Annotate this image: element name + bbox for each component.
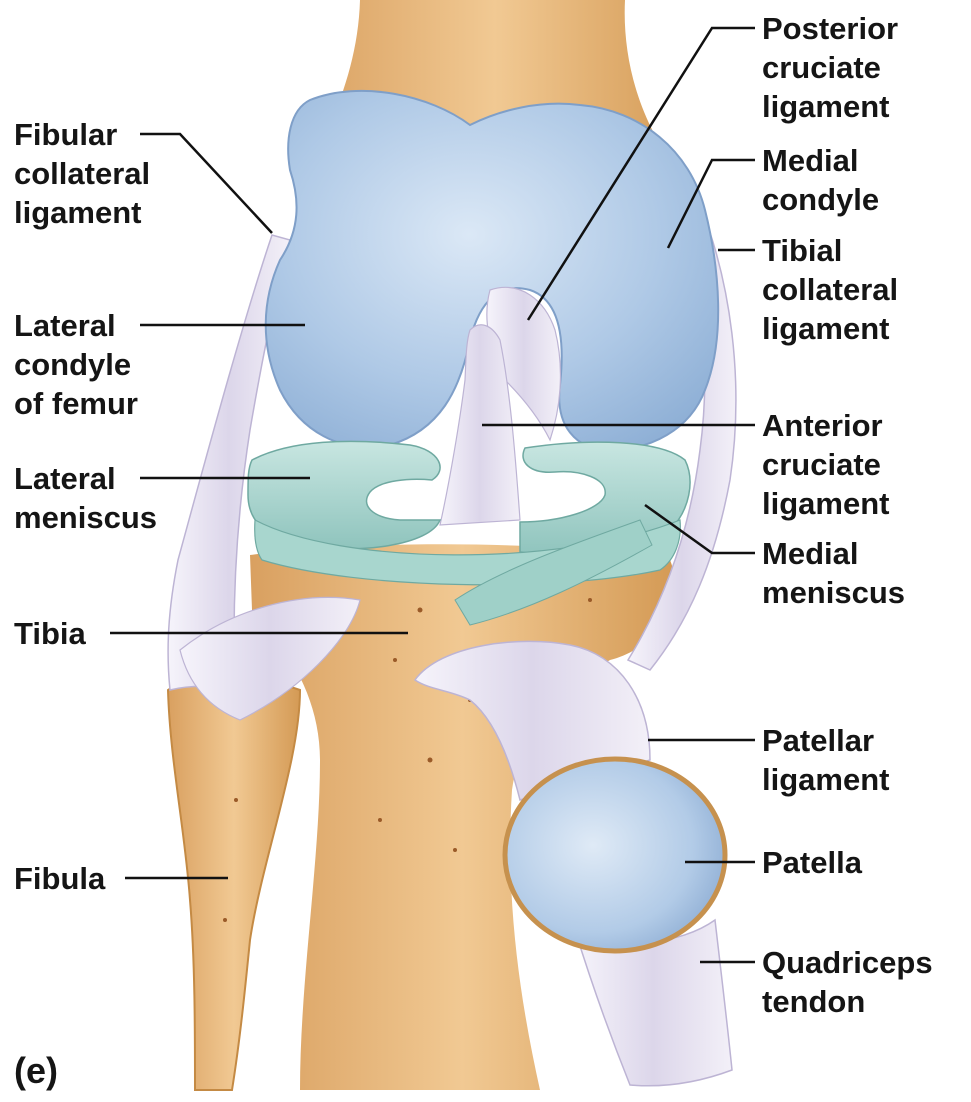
label-line: condyle <box>14 345 138 384</box>
label-line: Tibial <box>762 231 898 270</box>
label-tibia: Tibia <box>14 614 86 653</box>
label-patellar-ligament: Patellar ligament <box>762 721 889 799</box>
label-line: Tibia <box>14 614 86 653</box>
label-line: of femur <box>14 384 138 423</box>
label-line: ligament <box>762 484 889 523</box>
label-lateral-meniscus: Lateral meniscus <box>14 459 157 537</box>
label-patella: Patella <box>762 843 862 882</box>
label-line: condyle <box>762 180 879 219</box>
label-line: Anterior <box>762 406 889 445</box>
label-line: meniscus <box>14 498 157 537</box>
panel-label: (e) <box>14 1050 58 1092</box>
label-fibula: Fibula <box>14 859 105 898</box>
label-line: cruciate <box>762 445 889 484</box>
label-lateral-condyle-of-femur: Lateral condyle of femur <box>14 306 138 423</box>
label-line: tendon <box>762 982 933 1021</box>
label-line: Patellar <box>762 721 889 760</box>
label-line: ligament <box>14 193 150 232</box>
label-posterior-cruciate-ligament: Posterior cruciate ligament <box>762 9 898 126</box>
label-line: Lateral <box>14 459 157 498</box>
label-fibular-collateral-ligament: Fibular collateral ligament <box>14 115 150 232</box>
label-line: ligament <box>762 309 898 348</box>
patella-shape <box>505 759 725 951</box>
label-line: Lateral <box>14 306 138 345</box>
label-line: Fibula <box>14 859 105 898</box>
label-line: ligament <box>762 87 898 126</box>
label-line: collateral <box>14 154 150 193</box>
fibula-bone <box>168 676 300 1090</box>
leader-fibular-collateral-ligament <box>140 134 272 233</box>
label-medial-condyle: Medial condyle <box>762 141 879 219</box>
label-line: cruciate <box>762 48 898 87</box>
label-anterior-cruciate-ligament: Anterior cruciate ligament <box>762 406 889 523</box>
label-line: Quadriceps <box>762 943 933 982</box>
label-line: Medial <box>762 534 905 573</box>
label-line: ligament <box>762 760 889 799</box>
label-line: collateral <box>762 270 898 309</box>
label-line: Medial <box>762 141 879 180</box>
label-line: Posterior <box>762 9 898 48</box>
label-line: meniscus <box>762 573 905 612</box>
label-quadriceps-tendon: Quadriceps tendon <box>762 943 933 1021</box>
label-line: Fibular <box>14 115 150 154</box>
label-tibial-collateral-ligament: Tibial collateral ligament <box>762 231 898 348</box>
label-line: Patella <box>762 843 862 882</box>
label-medial-meniscus: Medial meniscus <box>762 534 905 612</box>
